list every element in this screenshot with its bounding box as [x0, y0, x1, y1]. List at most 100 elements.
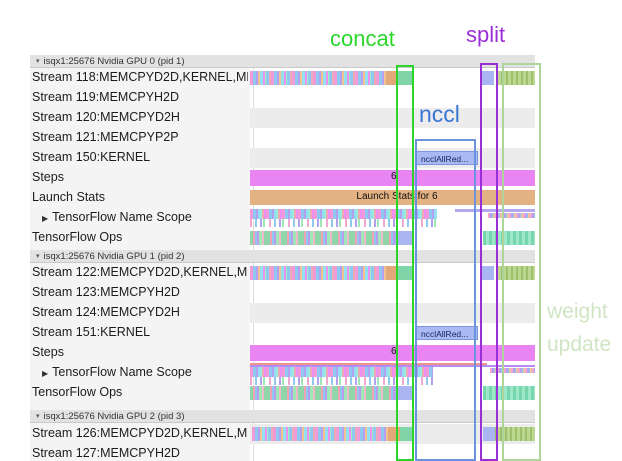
row-label-stream-121[interactable]: Stream 121:MEMCPYP2P [32, 130, 248, 144]
event-segment-solid[interactable] [395, 231, 413, 245]
row-label-text: TensorFlow Name Scope [52, 210, 192, 224]
event-segment-stripes[interactable] [250, 266, 386, 280]
collapse-triangle-icon: ▾ [36, 58, 40, 65]
trace-row-tf-ops: TensorFlow Ops [30, 228, 535, 248]
split-annotation-box [480, 63, 498, 461]
expand-arrow-icon[interactable]: ▶ [42, 214, 49, 223]
trace-row-stream-124: Stream 124:MEMCPYD2H [30, 303, 535, 323]
event-label: ncclAllRed... [421, 154, 469, 164]
row-label-steps[interactable]: Steps [32, 345, 248, 359]
trace-row-steps: Steps 6 [30, 168, 535, 188]
trace-row-stream-121: Stream 121:MEMCPYP2P [30, 128, 535, 148]
event-label: ncclAllRed... [421, 329, 469, 339]
row-label-stream-119[interactable]: Stream 119:MEMCPYH2D [32, 90, 248, 104]
row-label-stream-118[interactable]: Stream 118:MEMCPYD2D,KERNEL,ME [32, 70, 248, 84]
row-label-text: Stream 126:MEMCPYD2D,KERNEL,MI [32, 426, 248, 440]
row-label-stream-151[interactable]: Stream 151:KERNEL [32, 325, 248, 339]
row-label-steps[interactable]: Steps [32, 170, 248, 184]
bar-value-label: 6 [391, 171, 397, 182]
row-label-tf-ops[interactable]: TensorFlow Ops [32, 385, 248, 399]
event-segment-solid[interactable] [250, 190, 535, 205]
row-label-text: Stream 123:MEMCPYH2D [32, 285, 180, 299]
bar-value-label: 6 [391, 346, 397, 357]
trace-timeline: ▾isqx1:25676 Nvidia GPU 0 (pid 1)Stream … [30, 0, 590, 461]
trace-row-stream-151: Stream 151:KERNEL ncclAllRed... [30, 323, 535, 343]
row-label-text: Stream 121:MEMCPYP2P [32, 130, 179, 144]
event-segment-olive[interactable] [496, 71, 535, 85]
trace-row-stream-127: Stream 127:MEMCPYH2D [30, 444, 535, 461]
event-segment-mini[interactable] [488, 213, 535, 218]
event-segment-solid[interactable] [398, 266, 413, 280]
collapse-triangle-icon: ▾ [36, 253, 40, 260]
row-background [250, 108, 535, 128]
row-label-stream-122[interactable]: Stream 122:MEMCPYD2D,KERNEL,MI [32, 265, 248, 279]
event-segment-solid[interactable] [250, 170, 535, 186]
trace-row-stream-120: Stream 120:MEMCPYD2H [30, 108, 535, 128]
concat-annotation-box [396, 65, 414, 461]
row-label-stream-127[interactable]: Stream 127:MEMCPYH2D [32, 446, 248, 460]
row-label-text: Stream 150:KERNEL [32, 150, 151, 164]
trace-row-tf-name-scope: ▶TensorFlow Name Scope [30, 208, 535, 228]
trace-row-tf-name-scope: ▶TensorFlow Name Scope [30, 363, 535, 385]
nccl-annotation-box [415, 139, 476, 461]
section-header-gpu-2[interactable]: ▾isqx1:25676 Nvidia GPU 2 (pid 3) [30, 410, 535, 423]
row-label-stream-120[interactable]: Stream 120:MEMCPYD2H [32, 110, 248, 124]
event-segment-stripes[interactable] [252, 427, 388, 441]
nccl-annotation-label: nccl [419, 101, 460, 127]
row-label-text: TensorFlow Name Scope [52, 365, 192, 379]
event-segment-stripes2[interactable] [250, 386, 395, 400]
section-header-gpu-1[interactable]: ▾isqx1:25676 Nvidia GPU 1 (pid 2) [30, 250, 535, 263]
row-label-text: Stream 127:MEMCPYH2D [32, 446, 180, 460]
trace-row-stream-122: Stream 122:MEMCPYD2D,KERNEL,MI [30, 263, 535, 283]
row-label-text: Launch Stats [32, 190, 105, 204]
event-segment-flame[interactable] [250, 209, 437, 227]
row-label-stream-126[interactable]: Stream 126:MEMCPYD2D,KERNEL,MI [32, 426, 248, 440]
row-label-tf-name-scope[interactable]: ▶TensorFlow Name Scope [32, 210, 248, 224]
event-segment-line[interactable] [250, 365, 535, 367]
row-label-tf-name-scope[interactable]: ▶TensorFlow Name Scope [32, 365, 248, 379]
event-segment-solid[interactable] [395, 386, 413, 400]
event-segment-mini[interactable] [490, 368, 535, 373]
trace-row-steps: Steps 6 [30, 343, 535, 363]
event-segment-solid[interactable] [386, 266, 398, 280]
trace-row-stream-118: Stream 118:MEMCPYD2D,KERNEL,ME [30, 68, 535, 88]
event-segment-line[interactable] [250, 363, 487, 365]
section-header-label: isqx1:25676 Nvidia GPU 2 (pid 3) [43, 411, 185, 422]
event-segment-flame[interactable] [250, 367, 433, 385]
row-label-stream-123[interactable]: Stream 123:MEMCPYH2D [32, 285, 248, 299]
event-segment-solid[interactable] [481, 266, 494, 280]
event-segment-solid[interactable] [398, 71, 413, 85]
row-label-tf-ops[interactable]: TensorFlow Ops [32, 230, 248, 244]
event-segment-solid[interactable] [386, 71, 398, 85]
section-header-label: isqx1:25676 Nvidia GPU 0 (pid 1) [43, 56, 185, 67]
event-segment-olive[interactable] [496, 266, 535, 280]
row-label-launch-stats[interactable]: Launch Stats [32, 190, 248, 204]
event-segment-line[interactable] [455, 209, 535, 212]
event-segment-solid[interactable] [400, 427, 413, 441]
row-label-text: Steps [32, 345, 64, 359]
trace-row-stream-123: Stream 123:MEMCPYH2D [30, 283, 535, 303]
event-segment-olive[interactable] [495, 427, 535, 441]
trace-row-stream-119: Stream 119:MEMCPYH2D [30, 88, 535, 108]
row-label-text: Stream 118:MEMCPYD2D,KERNEL,ME [32, 70, 248, 84]
row-label-text: Stream 119:MEMCPYH2D [32, 90, 180, 104]
row-label-stream-150[interactable]: Stream 150:KERNEL [32, 150, 248, 164]
row-label-text: Stream 120:MEMCPYD2H [32, 110, 180, 124]
expand-arrow-icon[interactable]: ▶ [42, 369, 49, 378]
weight-update-annotation-box [502, 63, 541, 461]
section-header-gpu-0[interactable]: ▾isqx1:25676 Nvidia GPU 0 (pid 1) [30, 55, 535, 68]
event-segment-solid[interactable] [481, 71, 494, 85]
row-label-stream-124[interactable]: Stream 124:MEMCPYD2H [32, 305, 248, 319]
row-label-text: Stream 151:KERNEL [32, 325, 151, 339]
split-annotation-label: split [466, 22, 506, 47]
event-segment-solid[interactable] [483, 427, 495, 441]
section-header-label: isqx1:25676 Nvidia GPU 1 (pid 2) [43, 251, 185, 262]
collapse-triangle-icon: ▾ [36, 413, 40, 420]
event-segment-stripes[interactable] [250, 71, 386, 85]
event-segment-solid[interactable] [250, 345, 535, 361]
row-label-text: TensorFlow Ops [32, 385, 123, 399]
event-segment-stripes2[interactable] [250, 231, 395, 245]
row-background [250, 303, 535, 323]
